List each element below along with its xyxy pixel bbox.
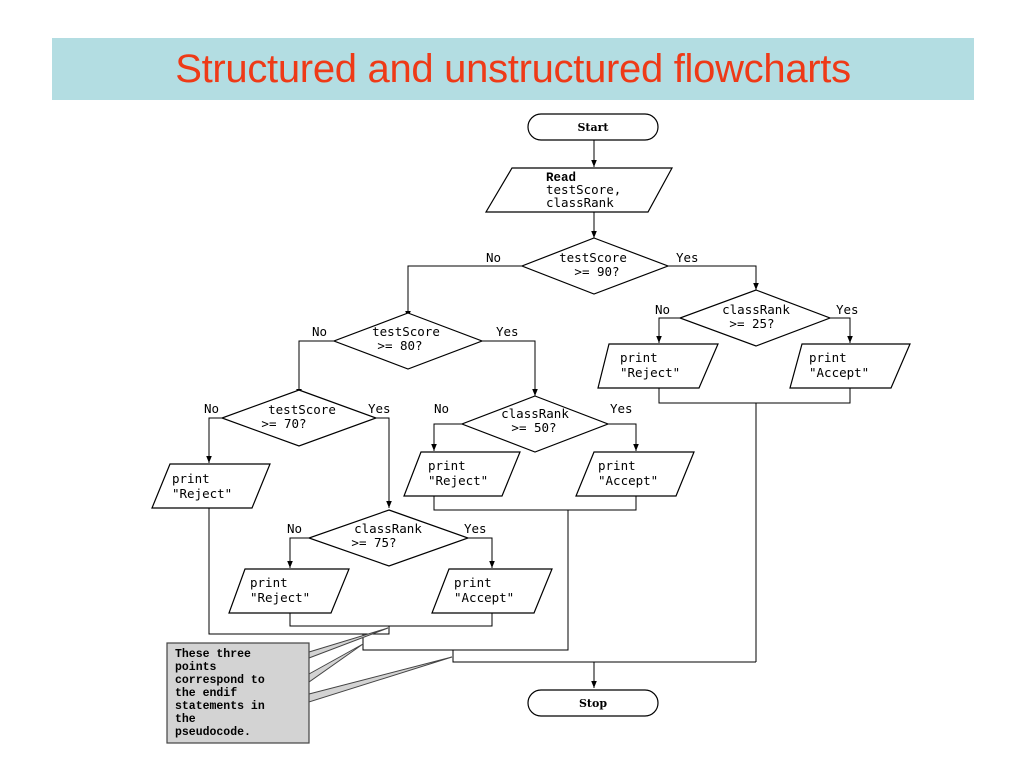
svg-text:>= 75?: >= 75?	[351, 535, 396, 550]
decision-testscore-70: testScore >= 70?	[220, 389, 378, 447]
svg-text:No: No	[204, 401, 219, 416]
svg-text:No: No	[655, 302, 670, 317]
svg-text:classRank: classRank	[546, 195, 614, 210]
callout-pointers	[308, 627, 453, 703]
svg-text:"Reject": "Reject"	[172, 486, 232, 501]
svg-text:"Accept": "Accept"	[454, 590, 514, 605]
svg-text:testScore: testScore	[372, 324, 440, 339]
connectors	[206, 140, 853, 688]
svg-text:>= 90?: >= 90?	[574, 264, 619, 279]
slide-title: Structured and unstructured flowcharts	[175, 46, 851, 91]
decision-classrank-25: classRank >= 25?	[678, 289, 832, 347]
title-bar: Structured and unstructured flowcharts	[52, 38, 974, 100]
svg-text:print: print	[428, 458, 466, 473]
svg-text:classRank: classRank	[501, 406, 569, 421]
svg-text:Yes: Yes	[496, 324, 519, 339]
svg-text:classRank: classRank	[722, 302, 790, 317]
svg-text:>= 70?: >= 70?	[261, 416, 306, 431]
svg-text:These three: These three	[175, 648, 251, 661]
svg-text:"Reject": "Reject"	[620, 365, 680, 380]
svg-text:>= 50?: >= 50?	[511, 420, 556, 435]
svg-text:Start: Start	[577, 121, 609, 134]
svg-text:print: print	[809, 350, 847, 365]
svg-text:testScore,: testScore,	[546, 182, 621, 197]
svg-text:>= 25?: >= 25?	[729, 316, 774, 331]
svg-text:No: No	[486, 250, 501, 265]
svg-text:testScore: testScore	[268, 402, 336, 417]
print-reject-75: print "Reject"	[228, 568, 350, 614]
svg-text:print: print	[172, 471, 210, 486]
svg-text:No: No	[434, 401, 449, 416]
svg-text:print: print	[250, 575, 288, 590]
svg-text:Yes: Yes	[464, 521, 487, 536]
svg-text:pseudocode.: pseudocode.	[175, 726, 251, 739]
decision-testscore-80: testScore >= 80?	[332, 312, 484, 370]
decision-classrank-75: classRank >= 75?	[307, 509, 470, 567]
svg-text:No: No	[287, 521, 302, 536]
decision-classrank-50: classRank >= 50?	[460, 395, 610, 453]
svg-text:correspond to: correspond to	[175, 674, 265, 687]
read-input: Read testScore, classRank	[484, 167, 674, 213]
svg-text:"Accept": "Accept"	[809, 365, 869, 380]
print-reject-70: print "Reject"	[151, 463, 271, 509]
print-accept-50: print "Accept"	[575, 451, 695, 497]
svg-text:points: points	[175, 661, 217, 674]
svg-text:the: the	[175, 713, 196, 726]
endif-callout: These three points correspond to the end…	[166, 642, 310, 744]
print-accept-25: print "Accept"	[789, 343, 911, 389]
svg-text:Yes: Yes	[368, 401, 391, 416]
svg-text:>= 80?: >= 80?	[377, 338, 422, 353]
svg-text:print: print	[454, 575, 492, 590]
svg-text:testScore: testScore	[559, 250, 627, 265]
svg-text:"Accept": "Accept"	[598, 473, 658, 488]
svg-text:Stop: Stop	[579, 697, 607, 710]
svg-text:"Reject": "Reject"	[428, 473, 488, 488]
print-accept-75: print "Accept"	[431, 568, 553, 614]
svg-text:Yes: Yes	[836, 302, 859, 317]
stop-terminal: Stop	[527, 689, 659, 717]
svg-text:classRank: classRank	[354, 521, 422, 536]
svg-text:the endif: the endif	[175, 687, 237, 700]
start-terminal: Start	[527, 113, 659, 141]
svg-text:print: print	[598, 458, 636, 473]
svg-text:print: print	[620, 350, 658, 365]
branch-labels: No Yes No Yes No Yes No Yes No Yes No Ye…	[204, 250, 859, 536]
svg-text:statements in: statements in	[175, 700, 265, 713]
decision-testscore-90: testScore >= 90?	[520, 237, 670, 295]
svg-text:Yes: Yes	[610, 401, 633, 416]
print-reject-25: print "Reject"	[597, 343, 719, 389]
svg-text:No: No	[312, 324, 327, 339]
svg-text:Yes: Yes	[676, 250, 699, 265]
print-reject-50: print "Reject"	[403, 451, 521, 497]
svg-text:Read: Read	[546, 171, 576, 185]
svg-text:"Reject": "Reject"	[250, 590, 310, 605]
